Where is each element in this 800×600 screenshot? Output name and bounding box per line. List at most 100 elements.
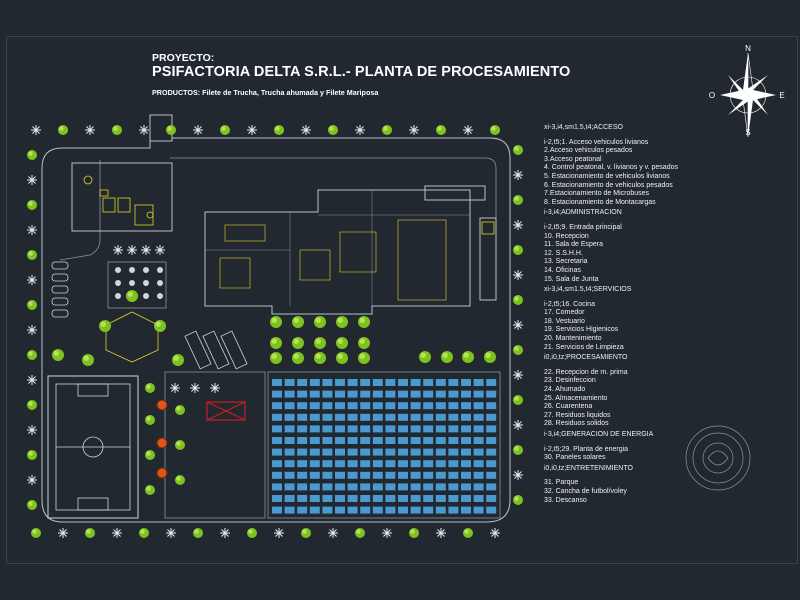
solar-panel: [435, 448, 446, 456]
tree: [409, 528, 419, 538]
solar-panel: [385, 448, 396, 456]
solar-panel: [461, 495, 471, 502]
palm-tree: [112, 528, 122, 538]
solar-panel: [297, 379, 308, 386]
palm-tree: [193, 125, 203, 135]
project-label: PROYECTO:: [152, 52, 215, 64]
tree: [513, 445, 523, 455]
tree: [314, 352, 326, 364]
tree: [27, 200, 37, 210]
solar-panel: [272, 483, 282, 491]
palm-tree: [382, 528, 392, 538]
solar-panel: [322, 437, 333, 444]
solar-panel: [372, 471, 383, 479]
tree: [139, 528, 149, 538]
tree: [441, 351, 453, 363]
solar-panel: [309, 437, 320, 444]
solar-panel: [284, 483, 295, 491]
solar-panel: [372, 379, 383, 386]
legend-heading: i0,i0,tz;ENTRETENIMIENTO: [544, 464, 633, 472]
solar-panel: [372, 448, 383, 456]
legend-heading: i0,i0,tz;PROCESAMIENTO: [544, 354, 628, 362]
tree: [463, 528, 473, 538]
solar-panels: [272, 379, 497, 514]
solar-panel: [272, 471, 282, 479]
palm-tree: [409, 125, 419, 135]
solar-panel: [448, 448, 459, 456]
palm-tree: [27, 375, 37, 385]
solar-panel: [309, 448, 320, 456]
solar-panel: [272, 495, 282, 502]
solar-panel: [473, 413, 484, 421]
office-furniture: [83, 175, 154, 226]
solar-panel: [410, 402, 421, 410]
tree: [175, 440, 185, 450]
solar-panel: [461, 390, 471, 398]
palm-tree: [513, 470, 523, 480]
solar-panel: [461, 425, 471, 433]
solar-panel: [284, 460, 295, 468]
solar-panel: [284, 495, 295, 502]
solar-panel: [473, 471, 484, 479]
solar-panel: [372, 506, 383, 514]
dining-tables: [115, 267, 163, 299]
tree: [27, 400, 37, 410]
rest-area-markers: [156, 399, 168, 479]
solar-panel: [284, 437, 295, 444]
solar-panel: [486, 390, 497, 398]
solar-panel: [297, 402, 308, 410]
tree: [85, 528, 95, 538]
solar-panel: [473, 437, 484, 444]
solar-panel: [284, 379, 295, 386]
solar-panel: [448, 413, 459, 421]
court-goal-top: [77, 383, 109, 397]
legend-item: 17. Comedor: [544, 309, 585, 317]
tree: [292, 352, 304, 364]
solar-panel: [322, 413, 333, 421]
legend-item: i-2,t5;9. Entrada principal: [544, 223, 622, 231]
solar-panel: [448, 437, 459, 444]
legend-item: 13. Secretaria: [544, 258, 588, 266]
solar-panel: [297, 483, 308, 491]
tree: [328, 125, 338, 135]
legend-heading: i-3,i4;ADMINISTRACION: [544, 209, 622, 217]
solar-panel: [461, 471, 471, 479]
solar-panel: [461, 460, 471, 468]
palm-tree: [220, 528, 230, 538]
palm-tree: [166, 528, 176, 538]
solar-panel: [461, 413, 471, 421]
tree: [513, 195, 523, 205]
solar-panel: [410, 471, 421, 479]
palm-tree: [463, 125, 473, 135]
palm-tree: [27, 225, 37, 235]
tree: [27, 300, 37, 310]
legend-item: 28. Residuos solidos: [544, 420, 609, 428]
solar-panel: [410, 425, 421, 433]
solar-panel: [398, 437, 408, 444]
solar-panel: [347, 506, 358, 514]
solar-panel: [398, 506, 408, 514]
solar-panel: [284, 448, 295, 456]
solar-panel: [360, 379, 371, 386]
solar-panel: [347, 379, 358, 386]
solar-field: [267, 371, 501, 519]
solar-panel: [461, 506, 471, 514]
solar-panel: [398, 413, 408, 421]
solar-panel: [385, 471, 396, 479]
solar-panel: [410, 390, 421, 398]
legend-item: 23. Desinfeccion: [544, 377, 596, 385]
tree: [27, 450, 37, 460]
seal-graphic: [685, 425, 751, 491]
solar-panel: [398, 471, 408, 479]
solar-panel: [385, 437, 396, 444]
solar-panel: [486, 483, 497, 491]
solar-panel: [360, 495, 371, 502]
solar-panel: [335, 425, 345, 433]
solar-panel: [335, 413, 345, 421]
compass-n: N: [745, 44, 751, 53]
solar-panel: [385, 379, 396, 386]
solar-panel: [372, 425, 383, 433]
